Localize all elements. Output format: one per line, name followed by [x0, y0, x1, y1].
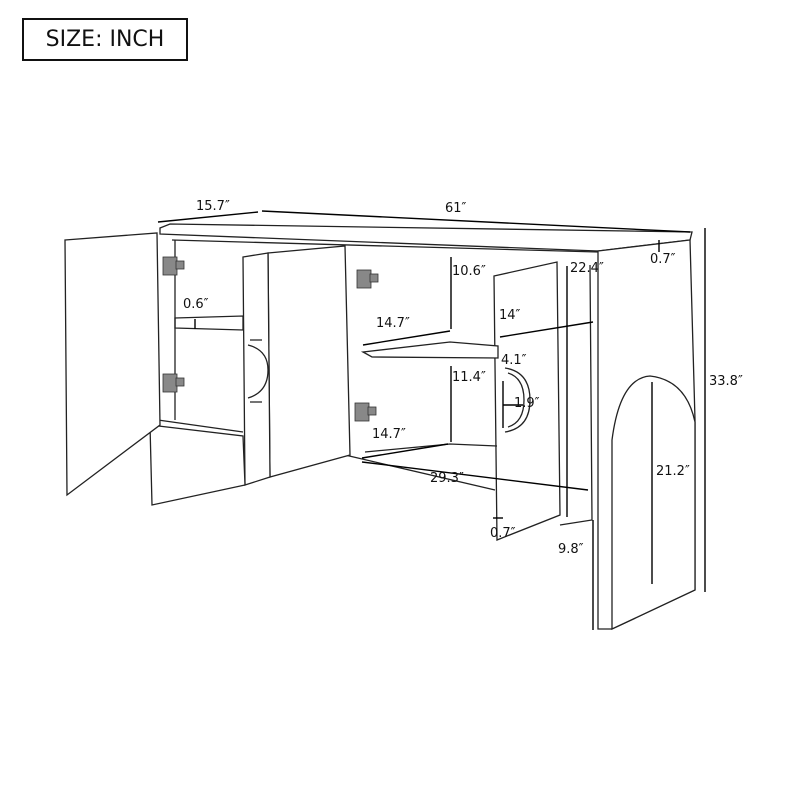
upper-shelf-left — [174, 315, 244, 331]
cabinet-outline — [64, 223, 696, 631]
middle-door — [267, 245, 351, 478]
handle-depth-label: 1.9″ — [514, 396, 540, 411]
center-divider — [242, 252, 271, 486]
size-unit-label: SIZE: INCH — [22, 18, 188, 61]
shelf-thickness-label: 0.6″ — [183, 297, 209, 312]
arch-height-label: 21.2″ — [656, 464, 690, 479]
bottom-edge-center — [344, 454, 496, 491]
top-thickness-label: 0.7″ — [650, 252, 676, 267]
lower-compartment-height-label: 11.4″ — [452, 370, 486, 385]
inner-height-label: 22.4″ — [570, 261, 604, 276]
hinge-icon — [354, 402, 377, 422]
door-thickness-label: 0.7″ — [490, 526, 516, 541]
total-height-label: 33.8″ — [709, 374, 743, 389]
hinge-icon — [356, 269, 379, 289]
arch-cutout — [611, 375, 696, 631]
inner-width-label: 29.3″ — [430, 471, 464, 486]
hinge-icon — [162, 373, 185, 393]
lower-shelf-left — [157, 419, 244, 433]
width-label: 61″ — [445, 201, 467, 216]
left-door — [64, 232, 161, 497]
handle-height-label: 4.1″ — [501, 353, 527, 368]
right-divider — [559, 264, 593, 526]
back-top-edge — [171, 239, 599, 253]
left-base-panel — [149, 424, 246, 506]
upper-shelf-right — [360, 341, 499, 359]
lower-shelf-depth-label: 14.7″ — [372, 427, 406, 442]
right-door — [493, 261, 561, 541]
depth-label: 15.7″ — [196, 199, 230, 214]
leg-clearance-label: 9.8″ — [558, 542, 584, 557]
lower-shelf-right — [364, 443, 498, 453]
hinge-icon — [162, 256, 185, 276]
upper-compartment-height-label: 10.6″ — [452, 264, 486, 279]
dimension-lines — [157, 210, 706, 630]
upper-shelf-depth-label: 14.7″ — [376, 316, 410, 331]
dimension-labels: 15.7″ 61″ 0.7″ 22.4″ 10.6″ 0.6″ 14.7″ 14… — [183, 199, 743, 557]
right-compartment-depth-label: 14″ — [499, 308, 521, 323]
right-door-handle — [504, 367, 531, 433]
middle-door-handle — [247, 344, 269, 399]
